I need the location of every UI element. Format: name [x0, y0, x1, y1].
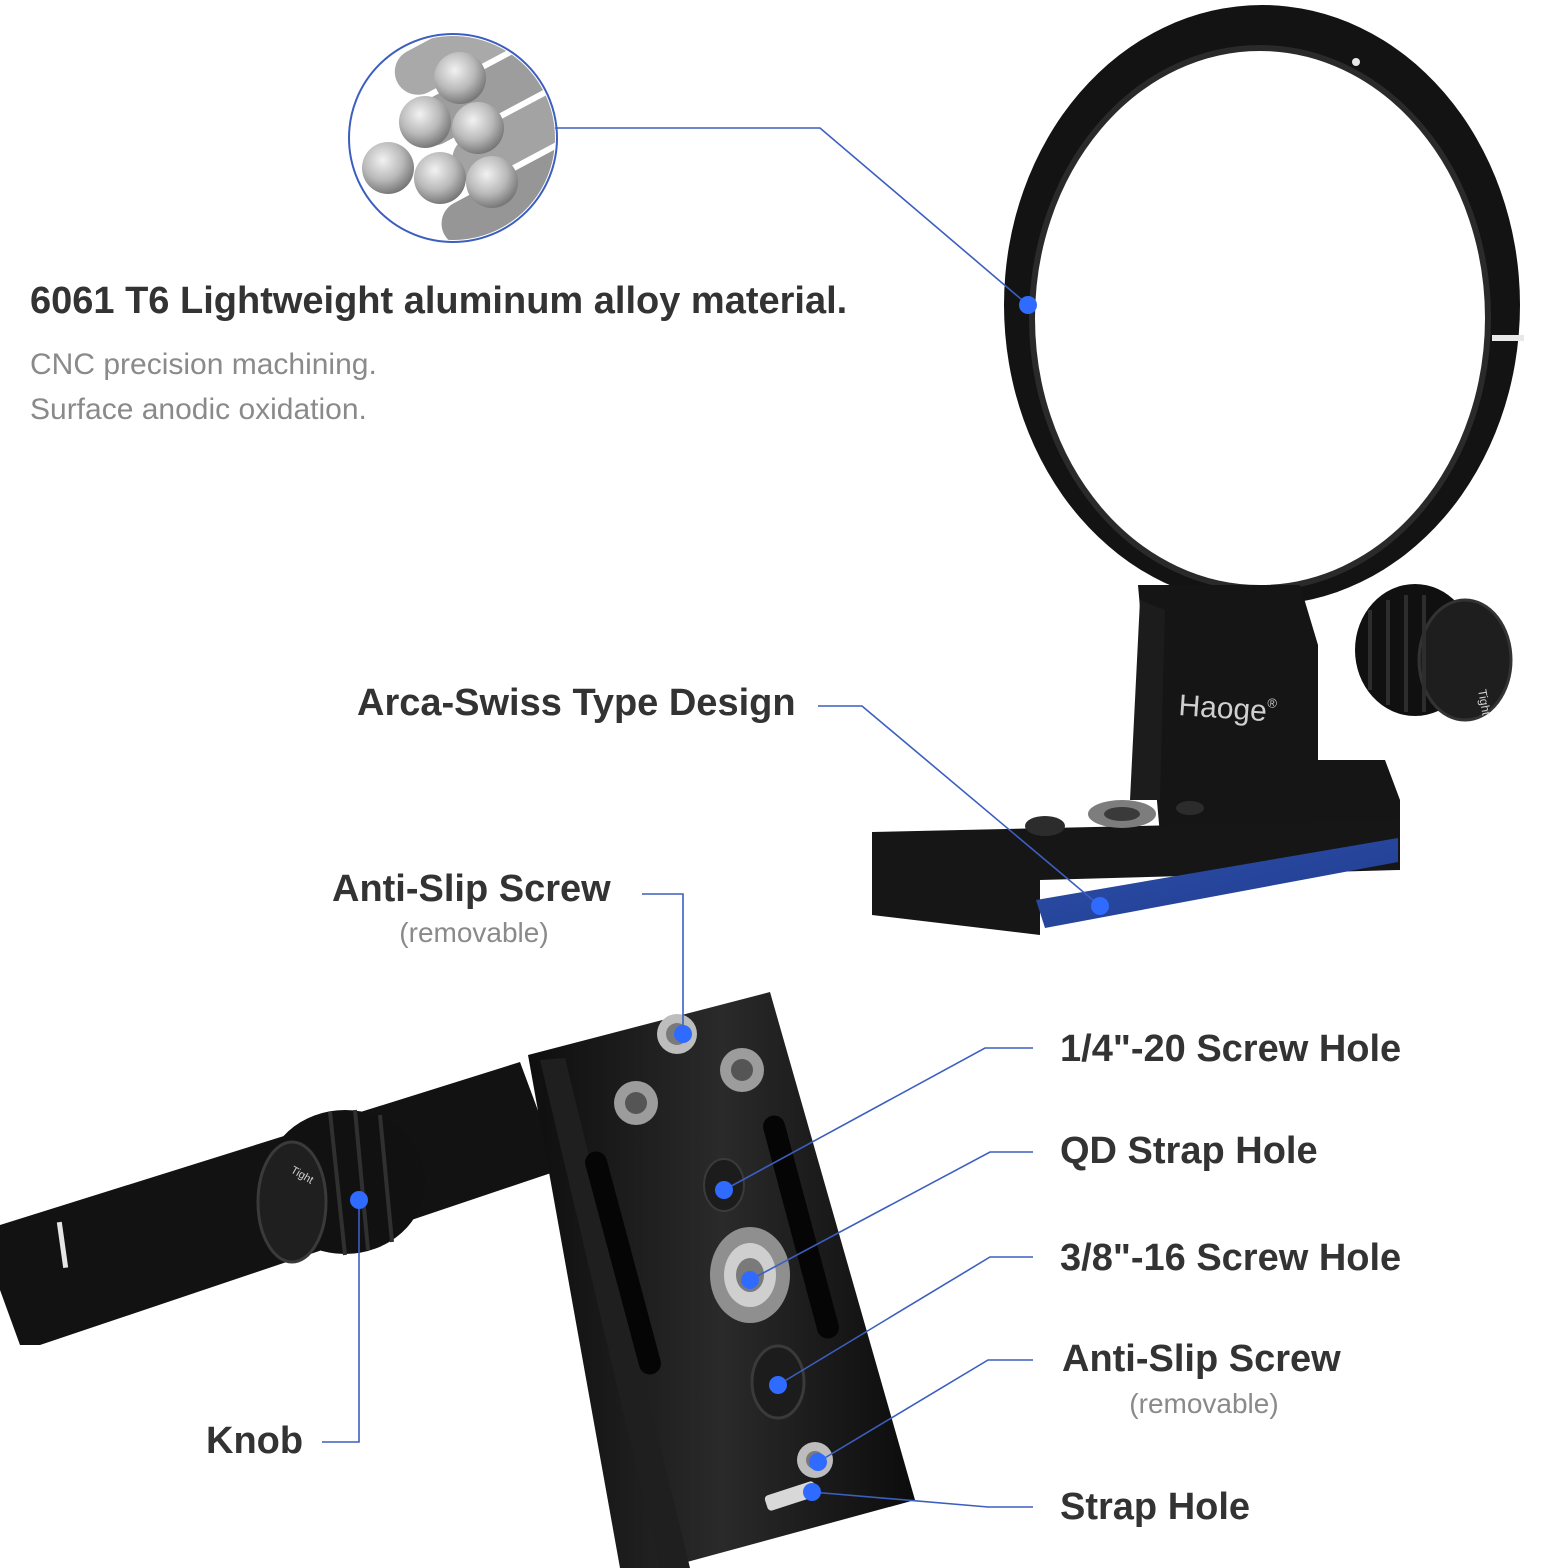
dot-anti-slip-bottom — [809, 1453, 827, 1471]
callout-line-arca — [818, 705, 1101, 907]
knob-label-upright: Tight — [1475, 688, 1493, 717]
callout-lines — [322, 127, 1101, 1508]
callout-line-quarter — [723, 1047, 1033, 1191]
material-line-2: Surface anodic oxidation. — [30, 393, 367, 426]
label-knob: Knob — [206, 1420, 304, 1462]
note-anti-slip-top: (removable) — [399, 917, 549, 948]
ring-collar-side — [0, 1062, 560, 1345]
label-strap-hole: Strap Hole — [1060, 1486, 1251, 1528]
label-arca: Arca-Swiss Type Design — [357, 682, 796, 724]
label-qd-strap-hole: QD Strap Hole — [1060, 1130, 1318, 1172]
material-line-1: CNC precision machining. — [30, 348, 377, 381]
dot-quarter — [715, 1181, 733, 1199]
brand-logo: Haoge® — [1178, 689, 1278, 729]
label-anti-slip-top: Anti-Slip Screw — [332, 868, 611, 910]
callout-dots — [350, 296, 1109, 1501]
aluminum-rods-image — [348, 33, 558, 243]
label-anti-slip-bottom: Anti-Slip Screw — [1062, 1338, 1341, 1380]
dot-three-eighths — [769, 1376, 787, 1394]
callout-line-material — [555, 127, 1029, 306]
callout-line-knob — [322, 1200, 360, 1443]
dot-material — [1019, 296, 1037, 314]
callout-line-anti-slip-bottom — [817, 1359, 1033, 1463]
material-title: 6061 T6 Lightweight aluminum alloy mater… — [30, 280, 848, 322]
dot-strap — [803, 1483, 821, 1501]
callout-line-qd — [749, 1151, 1033, 1281]
dot-anti-slip-top — [674, 1025, 692, 1043]
arca-plate — [528, 992, 915, 1568]
dot-knob — [350, 1191, 368, 1209]
callout-line-strap — [811, 1491, 1033, 1508]
dot-qd — [741, 1271, 759, 1289]
label-three-eighths-screw-hole: 3/8"-16 Screw Hole — [1060, 1237, 1402, 1279]
callout-line-anti-slip-top — [642, 893, 684, 1034]
label-quarter-screw-hole: 1/4"-20 Screw Hole — [1060, 1028, 1402, 1070]
note-anti-slip-bottom: (removable) — [1129, 1388, 1279, 1419]
callout-line-three-eighths — [777, 1256, 1033, 1386]
ring-collar-upright — [872, 5, 1524, 935]
dot-arca — [1091, 897, 1109, 915]
